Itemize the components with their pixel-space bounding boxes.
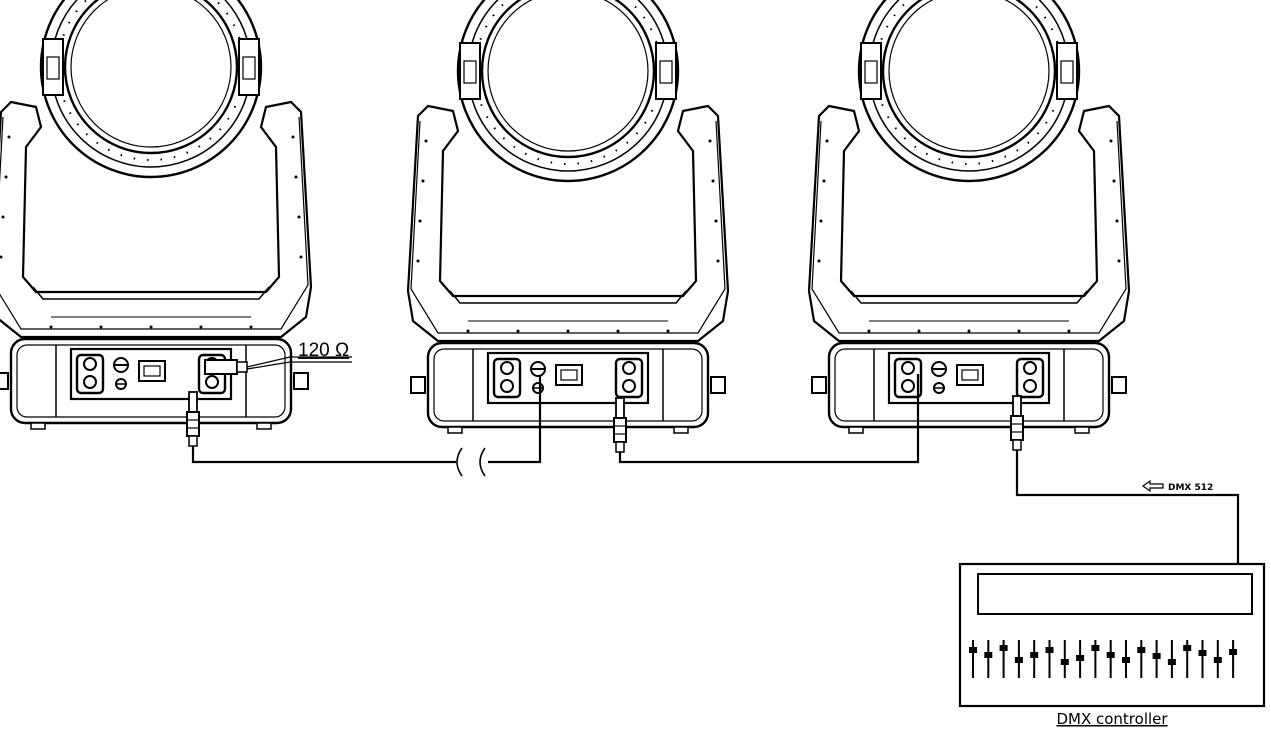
controller-display (977, 573, 1253, 615)
fader-knob (1076, 655, 1085, 661)
moving-head-fixture-2 (406, 0, 730, 435)
terminator-label: 120 Ω (298, 340, 349, 361)
dmx-plug-fixture-1 (186, 391, 200, 447)
arrow-left-icon (1141, 479, 1164, 493)
controller-faders (969, 640, 1238, 678)
fader-knob (1167, 659, 1176, 665)
fader-knob (1122, 657, 1130, 663)
fader-knob (1213, 657, 1222, 663)
svg-text:DMX 512: DMX 512 (1168, 483, 1213, 493)
dmx-cable-controller (1015, 450, 1240, 564)
fader-knob (999, 645, 1008, 651)
fader-knob (1152, 653, 1161, 659)
dmx-signal-label: DMX 512 (1141, 479, 1213, 493)
fader-knob (969, 647, 977, 653)
controller-label: DMX controller (1056, 710, 1168, 728)
fader-knob (1030, 652, 1039, 658)
dmx-plug-fixture-3 (1010, 395, 1024, 451)
fader-knob (1060, 659, 1069, 665)
fader-knob (1014, 657, 1023, 663)
terminator-plug: 120 Ω (204, 340, 352, 375)
fader-knob (1198, 650, 1207, 656)
moving-head-fixture-1 (0, 0, 313, 431)
fader-knob (1183, 645, 1192, 651)
cable-break-mark (456, 447, 486, 477)
fader-knob (1106, 652, 1115, 658)
moving-head-fixture-3 (807, 0, 1131, 435)
fader-knob (1091, 645, 1100, 651)
fader-knob (1229, 649, 1238, 655)
fader-knob (1137, 647, 1146, 653)
dmx-cable-1-2 (191, 376, 542, 464)
dmx-controller: DMX controller (958, 562, 1266, 728)
dmx-cable-2-3 (618, 374, 920, 464)
fader-knob (984, 652, 993, 658)
fader-knob (1045, 647, 1054, 653)
dmx-plug-fixture-2 (613, 397, 627, 453)
